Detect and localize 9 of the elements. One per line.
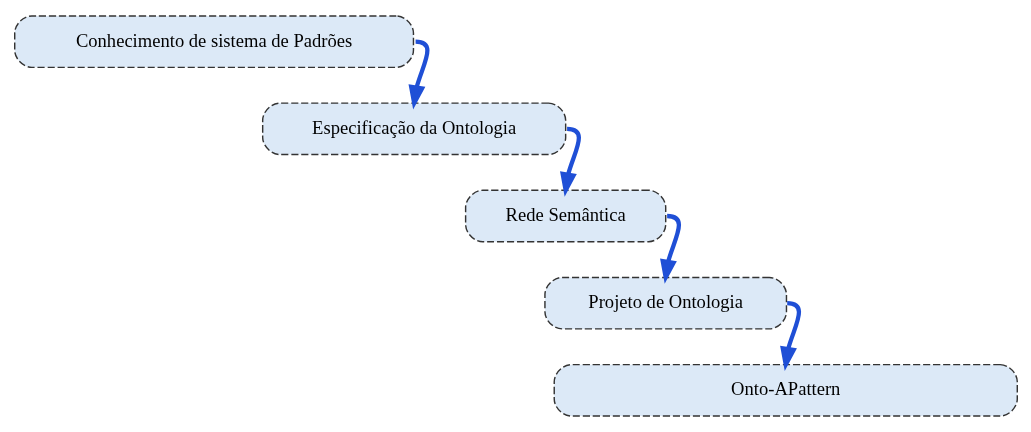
node-box: Rede Semântica (464, 189, 666, 243)
node-box: Onto-APattern (553, 363, 1018, 417)
node-box: Conhecimento de sistema de Padrões (13, 15, 414, 69)
arrow (408, 39, 429, 110)
node-box: Projeto de Ontologia (543, 276, 787, 330)
arrow (559, 126, 581, 197)
arrow (779, 301, 801, 372)
node-box: Especificação da Ontologia (261, 102, 566, 156)
arrow (659, 213, 681, 284)
